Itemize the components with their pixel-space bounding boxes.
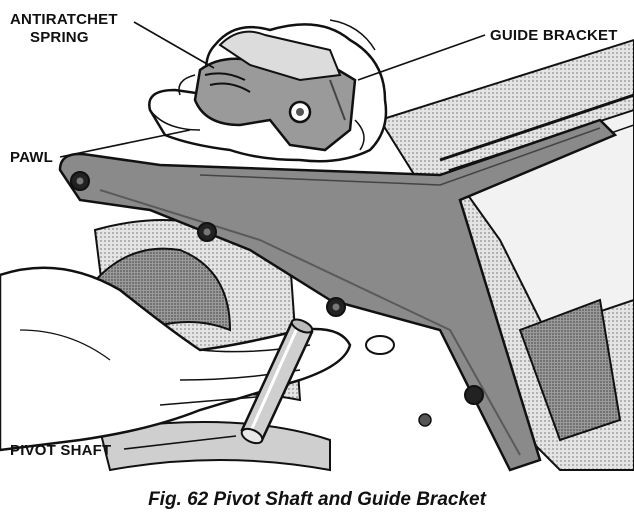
- leader-lines: [59, 21, 486, 450]
- label-pawl: PAWL: [10, 149, 53, 166]
- guide-bracket-bar: [58, 118, 618, 472]
- antiratchet-spring-leader: [133, 21, 215, 69]
- label-guide-bracket: GUIDE BRACKET: [490, 27, 618, 44]
- guide-bracket-leader: [357, 34, 486, 81]
- figure-caption: Fig. 62 Pivot Shaft and Guide Bracket: [148, 489, 487, 510]
- label-antiratchet-spring-line1: ANTIRATCHET: [10, 11, 118, 28]
- pivot-shaft-leader: [123, 435, 237, 450]
- pawl-guide-assembly: [193, 30, 357, 152]
- pivot-shaft: [240, 318, 314, 445]
- label-antiratchet-spring-line2: SPRING: [30, 29, 89, 46]
- label-pivot-shaft: PIVOT SHAFT: [10, 442, 111, 459]
- pawl-leader: [59, 129, 191, 158]
